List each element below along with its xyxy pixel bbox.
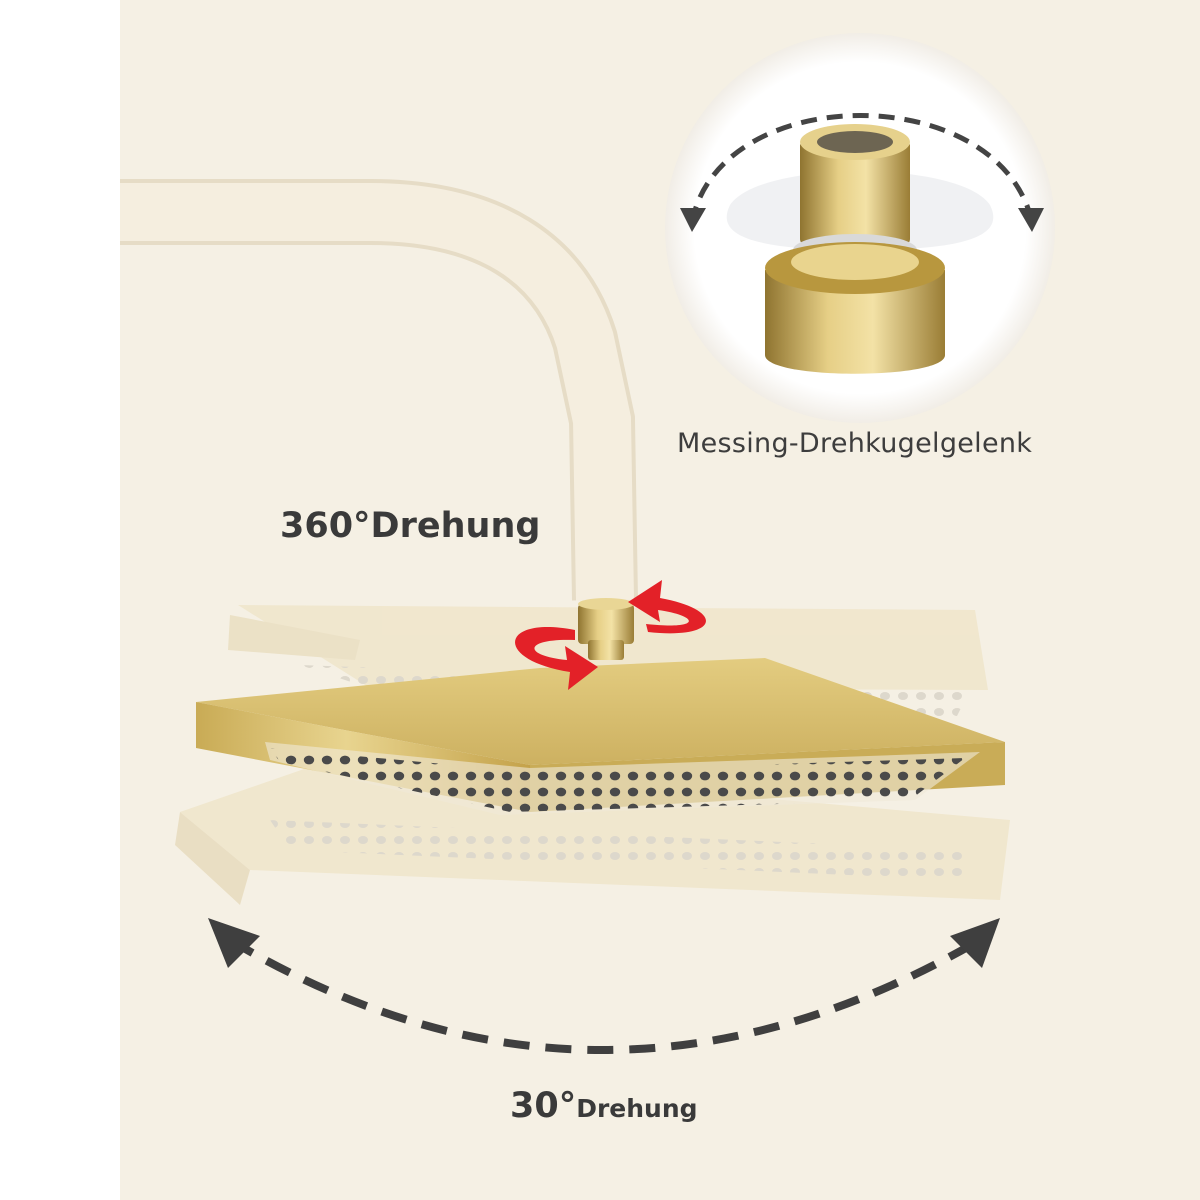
main-shower-head — [196, 658, 1005, 815]
joint-caption: Messing-Drehkugelgelenk — [677, 428, 1033, 459]
shower-illustration — [120, 33, 1055, 1054]
rotation-30-caption: 30°Drehung — [510, 1086, 698, 1126]
dashed-double-arrow-icon — [208, 918, 1000, 1054]
product-image-stage: Messing-Drehkugelgelenk 360°Drehung 30°D… — [120, 0, 1200, 1200]
rotation-30-number: 30° — [510, 1086, 577, 1126]
rotation-360-caption: 360°Drehung — [280, 506, 541, 546]
ghost-shower-head-bottom — [175, 760, 1010, 905]
ball-joint-detail-circle — [665, 33, 1055, 423]
red-rotation-arrows-icon — [515, 580, 706, 690]
brass-connector — [578, 598, 634, 660]
rotation-30-text: Drehung — [576, 1094, 698, 1123]
